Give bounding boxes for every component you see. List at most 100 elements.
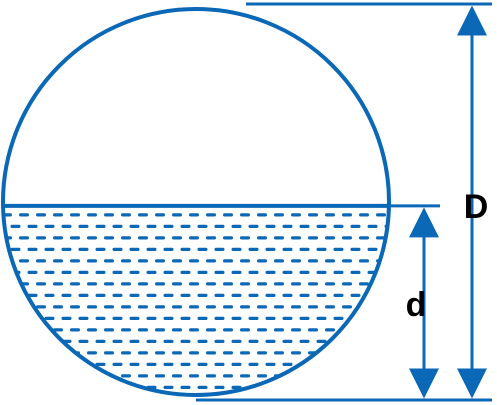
liquid-dash: [274, 351, 284, 355]
liquid-dash: [291, 305, 301, 309]
liquid-dash: [27, 362, 38, 366]
liquid-dash: [155, 328, 165, 332]
liquid-dash: [61, 316, 72, 320]
liquid-dash: [367, 224, 378, 228]
liquid-dash: [172, 213, 182, 217]
liquid-dash: [78, 247, 89, 251]
liquid-dash: [172, 236, 182, 240]
liquid-dash: [282, 247, 293, 251]
liquid-dash: [257, 282, 267, 286]
liquid-dash: [180, 339, 191, 343]
liquid-dash: [316, 293, 327, 297]
liquid-dash: [121, 282, 131, 286]
liquid-dash: [197, 316, 208, 320]
liquid-dash: [95, 224, 106, 228]
liquid-dash: [308, 282, 318, 286]
liquid-dash: [342, 259, 352, 263]
liquid-dash: [359, 259, 369, 263]
liquid-dash: [19, 213, 29, 217]
liquid-dash: [197, 339, 208, 343]
liquid-dash: [274, 305, 284, 309]
liquid-dash: [112, 247, 123, 251]
liquid-dash: [44, 224, 55, 228]
liquid-dash: [350, 247, 361, 251]
liquid-dash: [299, 270, 310, 274]
liquid-dash: [163, 293, 174, 297]
liquid-dash: [240, 351, 250, 355]
liquid-dash: [36, 213, 46, 217]
liquid-dash: [325, 236, 335, 240]
liquid-dash: [231, 247, 242, 251]
liquid-dash: [316, 270, 327, 274]
liquid-dash: [189, 328, 199, 332]
liquid-dash: [61, 362, 72, 366]
liquid-dash: [10, 224, 21, 228]
liquid-dash: [333, 224, 344, 228]
liquid-dash: [265, 362, 276, 366]
liquid-dash: [291, 213, 301, 217]
liquid-dash: [274, 213, 284, 217]
liquid-dash: [61, 247, 72, 251]
liquid-dash: [121, 351, 131, 355]
liquid-dash: [248, 362, 259, 366]
liquid-dash: [376, 305, 386, 309]
liquid-dash: [359, 374, 369, 378]
liquid-dash: [155, 213, 165, 217]
liquid-dash: [342, 351, 352, 355]
liquid-dash: [112, 293, 123, 297]
liquid-dash: [333, 339, 344, 343]
liquid-dash: [146, 247, 157, 251]
liquid-dash: [163, 362, 174, 366]
liquid-dash: [112, 362, 123, 366]
liquid-dash: [61, 293, 72, 297]
liquid-dash: [308, 236, 318, 240]
liquid-dash: [359, 213, 369, 217]
liquid-dash: [78, 293, 89, 297]
liquid-dash: [367, 385, 378, 389]
liquid-dash: [223, 374, 233, 378]
liquid-dash: [121, 328, 131, 332]
liquid-dash: [367, 316, 378, 320]
liquid-dash: [53, 328, 63, 332]
liquid-dash: [104, 328, 114, 332]
liquid-dash: [104, 259, 114, 263]
liquid-dash: [376, 213, 386, 217]
liquid-dash: [3, 351, 12, 355]
liquid-dash: [53, 374, 63, 378]
liquid-dash: [316, 247, 327, 251]
liquid-dash: [257, 259, 267, 263]
liquid-dash: [342, 236, 352, 240]
liquid-dash: [367, 247, 378, 251]
liquid-dash: [248, 224, 259, 228]
liquid-dash: [325, 213, 335, 217]
liquid-dash: [376, 328, 386, 332]
liquid-dash: [10, 385, 21, 389]
liquid-dash: [172, 259, 182, 263]
liquid-dash: [129, 316, 140, 320]
liquid-dash: [146, 270, 157, 274]
liquid-dash: [172, 351, 182, 355]
liquid-dash: [376, 374, 386, 378]
liquid-dash: [95, 385, 106, 389]
liquid-dash: [19, 351, 29, 355]
liquid-dash: [350, 362, 361, 366]
liquid-dash: [240, 282, 250, 286]
liquid-dash: [308, 328, 318, 332]
liquid-dash: [95, 270, 106, 274]
liquid-dash: [180, 316, 191, 320]
liquid-dash: [257, 351, 267, 355]
liquid-dash: [129, 293, 140, 297]
liquid-dash: [87, 259, 97, 263]
liquid-dash: [282, 224, 293, 228]
liquid-dash: [87, 305, 97, 309]
liquid-dash: [121, 213, 131, 217]
liquid-dash: [155, 236, 165, 240]
liquid-dash: [350, 224, 361, 228]
liquid-dash: [333, 247, 344, 251]
liquid-dash: [206, 305, 216, 309]
liquid-dash: [223, 328, 233, 332]
liquid-dash: [189, 213, 199, 217]
liquid-dash: [70, 374, 80, 378]
liquid-dash: [10, 362, 21, 366]
liquid-dash: [299, 316, 310, 320]
